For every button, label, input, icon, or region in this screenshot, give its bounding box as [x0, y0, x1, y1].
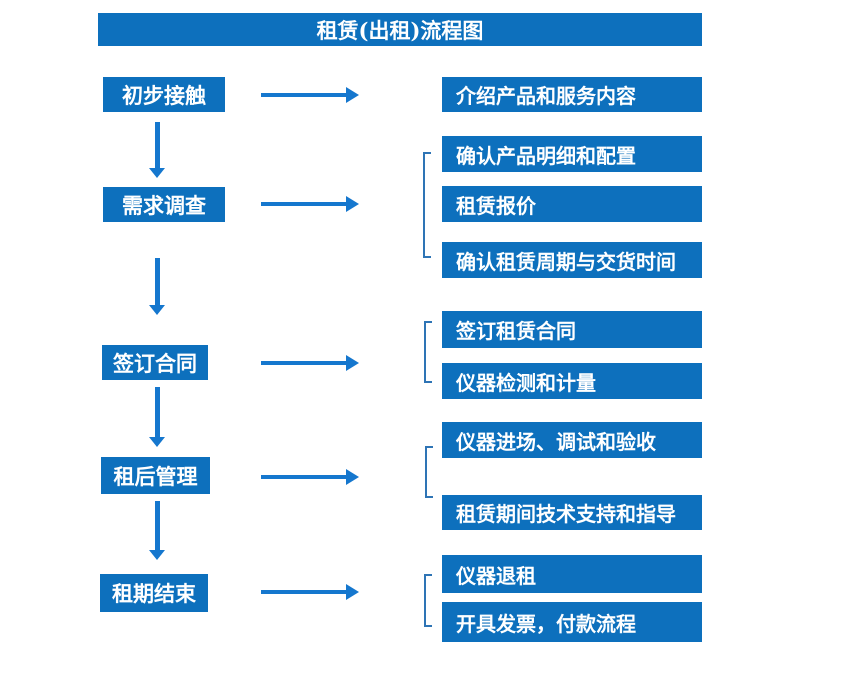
- group-bracket-rental-end: [424, 574, 432, 627]
- arrow-shaft: [155, 387, 160, 438]
- flowchart-title-bar: 租赁(出租)流程图: [98, 13, 702, 46]
- detail-box-instrument-setup-acceptance: 仪器进场、调试和验收: [442, 422, 702, 458]
- right-arrow-4: [261, 469, 359, 485]
- group-bracket-post-rental: [425, 446, 433, 498]
- right-arrow-2: [261, 196, 359, 212]
- arrow-shaft: [261, 202, 346, 206]
- detail-label: 仪器检测和计量: [456, 370, 596, 395]
- right-arrow-5: [261, 584, 359, 600]
- detail-label: 租赁报价: [456, 193, 536, 218]
- down-arrow-2: [149, 258, 165, 315]
- detail-label: 仪器退租: [456, 563, 536, 588]
- step-label: 租后管理: [113, 463, 198, 489]
- step-box-demand-survey: 需求调查: [103, 187, 225, 222]
- step-label: 租期结束: [112, 581, 196, 606]
- arrow-head: [346, 584, 359, 600]
- arrow-shaft: [261, 475, 346, 479]
- step-label: 签订合同: [113, 350, 197, 376]
- step-box-sign-contract: 签订合同: [102, 345, 208, 380]
- arrow-head: [346, 469, 359, 485]
- arrow-head: [149, 305, 165, 315]
- group-bracket-sign-contract: [424, 321, 432, 383]
- detail-label: 签订租赁合同: [456, 319, 576, 343]
- down-arrow-3: [149, 387, 165, 447]
- detail-label: 确认产品明细和配置: [456, 143, 636, 168]
- arrow-head: [346, 87, 359, 103]
- step-box-post-rental-management: 租后管理: [101, 457, 210, 494]
- detail-box-rental-quote: 租赁报价: [442, 186, 702, 222]
- down-arrow-4: [149, 501, 165, 560]
- arrow-head: [149, 168, 165, 178]
- arrow-head: [346, 355, 359, 371]
- arrow-shaft: [261, 93, 346, 97]
- group-bracket-demand-survey: [423, 152, 431, 258]
- detail-box-instrument-return: 仪器退租: [442, 555, 702, 593]
- detail-box-sign-rental-contract: 签订租赁合同: [442, 311, 702, 348]
- detail-box-tech-support: 租赁期间技术支持和指导: [442, 495, 702, 530]
- detail-box-introduce-products: 介绍产品和服务内容: [442, 77, 702, 112]
- arrow-shaft: [155, 501, 160, 551]
- step-label: 需求调查: [122, 192, 206, 218]
- flowchart-title: 租赁(出租)流程图: [316, 17, 484, 43]
- arrow-shaft: [261, 590, 346, 594]
- detail-box-confirm-product-config: 确认产品明细和配置: [442, 136, 702, 172]
- detail-box-invoice-payment: 开具发票，付款流程: [442, 602, 702, 642]
- detail-label: 确认租赁周期与交货时间: [456, 249, 676, 274]
- detail-box-confirm-period-delivery: 确认租赁周期与交货时间: [442, 242, 702, 278]
- step-label: 初步接触: [122, 82, 206, 108]
- detail-box-instrument-testing: 仪器检测和计量: [442, 363, 702, 399]
- detail-label: 租赁期间技术支持和指导: [456, 502, 676, 526]
- arrow-shaft: [155, 122, 160, 169]
- detail-label: 仪器进场、调试和验收: [456, 429, 656, 454]
- step-box-initial-contact: 初步接触: [103, 77, 225, 112]
- arrow-head: [346, 196, 359, 212]
- right-arrow-3: [261, 355, 359, 371]
- arrow-head: [149, 437, 165, 447]
- arrow-shaft: [261, 361, 346, 365]
- arrow-head: [149, 550, 165, 560]
- detail-label: 开具发票，付款流程: [456, 611, 636, 636]
- arrow-shaft: [155, 258, 160, 306]
- step-box-rental-end: 租期结束: [100, 574, 208, 612]
- right-arrow-1: [261, 87, 359, 103]
- down-arrow-1: [149, 122, 165, 178]
- detail-label: 介绍产品和服务内容: [456, 84, 636, 108]
